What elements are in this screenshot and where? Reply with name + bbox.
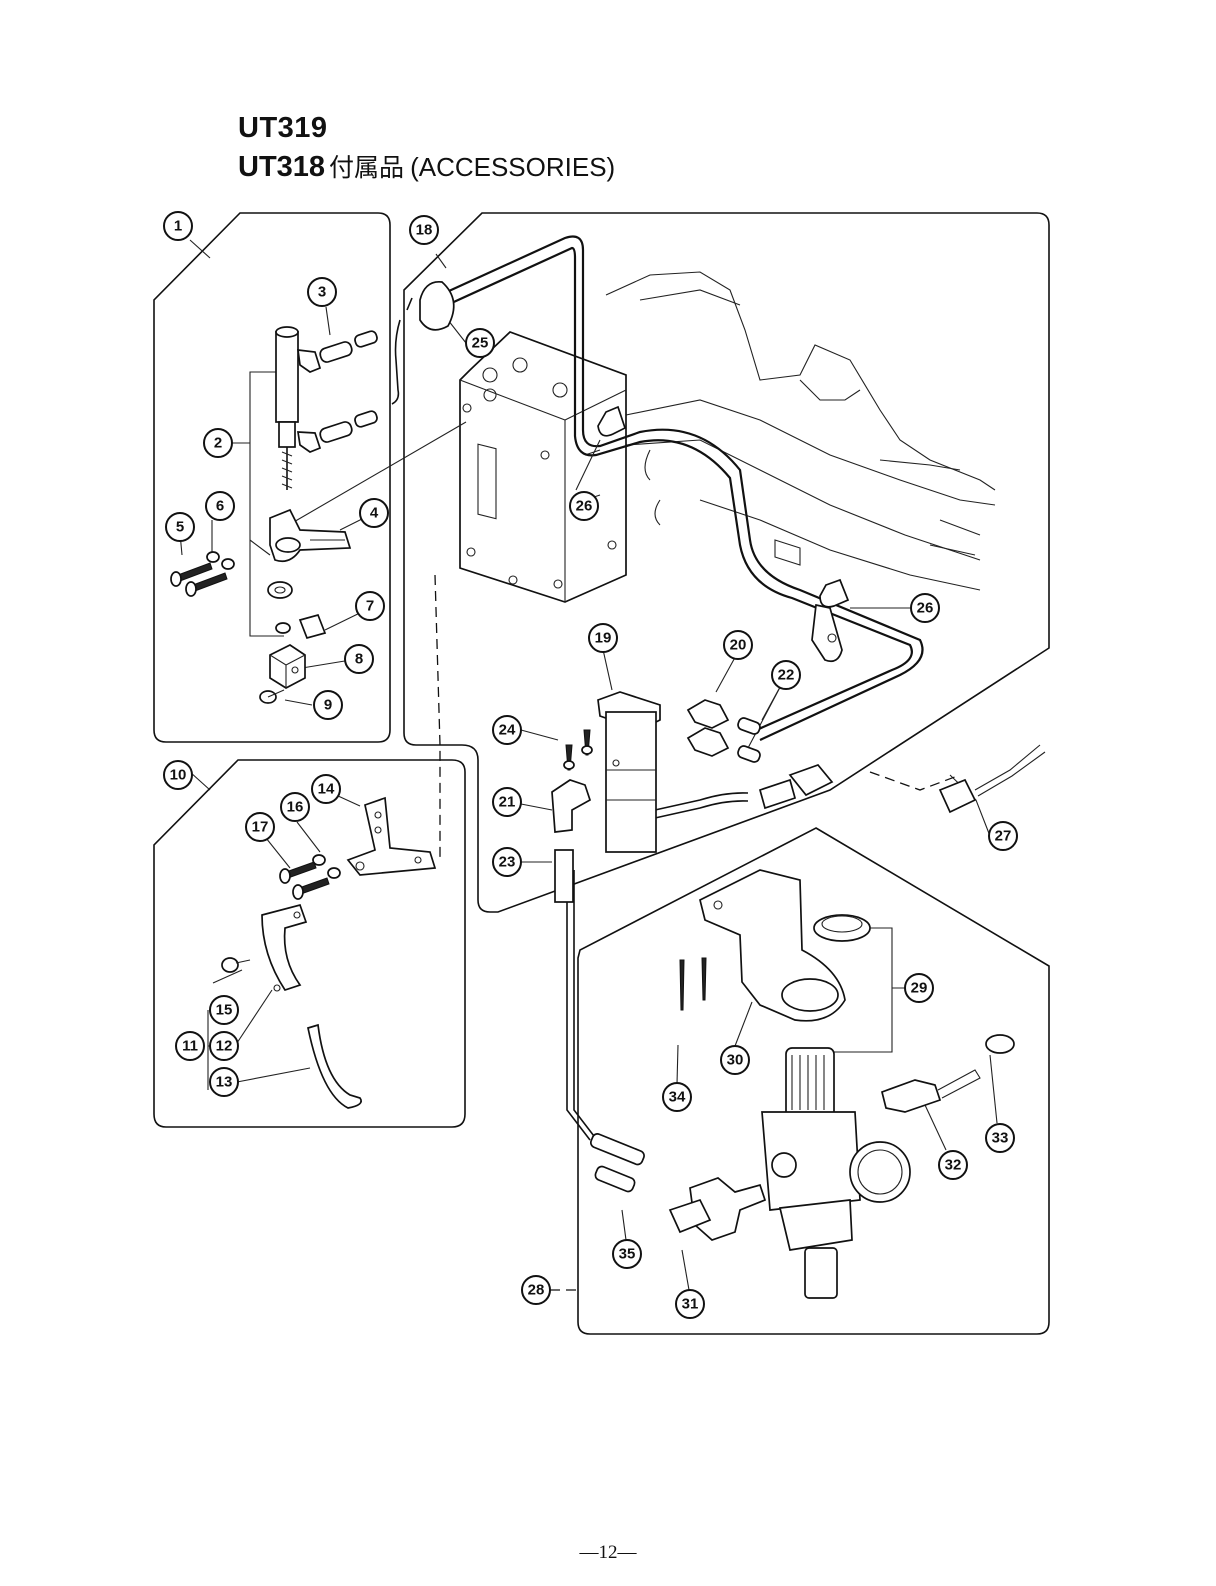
svg-text:24: 24 [499,722,516,739]
svg-text:32: 32 [945,1157,962,1174]
panel-10-frame [154,760,465,1127]
svg-text:26: 26 [917,600,934,617]
svg-text:11: 11 [182,1038,198,1055]
panel-10-parts [222,798,435,1108]
svg-text:4: 4 [370,505,379,522]
callout-28: 28 [522,1276,550,1304]
callout-10: 10 [164,761,192,789]
svg-text:28: 28 [528,1282,545,1299]
svg-text:16: 16 [287,799,304,816]
svg-text:31: 31 [682,1296,699,1313]
callout-23: 23 [493,848,521,876]
svg-text:3: 3 [318,284,326,301]
callout-11: 11 [176,1032,204,1060]
callout-32: 32 [939,1151,967,1179]
callout-5: 5 [166,513,194,541]
svg-text:22: 22 [778,667,795,684]
callout-20: 20 [724,631,752,659]
svg-text:1: 1 [174,218,182,235]
callout-34: 34 [663,1083,691,1111]
svg-text:13: 13 [216,1074,233,1091]
callout-35: 35 [613,1240,641,1268]
callout-27: 27 [989,822,1017,850]
svg-text:7: 7 [366,598,374,615]
callout-16: 16 [281,793,309,821]
callout-7: 7 [356,592,384,620]
callout-26-upper: 26 [570,492,598,520]
callout-9: 9 [314,691,342,719]
callout-25: 25 [466,329,494,357]
svg-text:5: 5 [176,519,184,536]
svg-text:10: 10 [170,767,187,784]
svg-text:33: 33 [992,1130,1009,1147]
callout-30: 30 [721,1046,749,1074]
svg-text:14: 14 [318,781,335,798]
callout-26-lower: 26 [911,594,939,622]
callout-13: 13 [210,1068,238,1096]
callout-12: 12 [210,1032,238,1060]
callout-15: 15 [210,996,238,1024]
callout-33: 33 [986,1124,1014,1152]
svg-text:19: 19 [595,630,612,647]
page-number: —12— [0,1542,1216,1564]
svg-text:6: 6 [216,498,224,515]
svg-text:29: 29 [911,980,928,997]
callout-8: 8 [345,645,373,673]
svg-text:8: 8 [355,651,363,668]
callout-4: 4 [360,499,388,527]
callout-6: 6 [206,492,234,520]
svg-text:26: 26 [576,498,593,515]
svg-text:25: 25 [472,335,489,352]
svg-text:18: 18 [416,222,433,239]
panel-1-parts [171,282,454,703]
svg-text:27: 27 [995,828,1012,845]
callout-31: 31 [676,1290,704,1318]
callout-3: 3 [308,278,336,306]
callout-29: 29 [905,974,933,1002]
panel-28-parts [589,870,1014,1298]
svg-text:35: 35 [619,1246,636,1263]
callout-24: 24 [493,716,521,744]
svg-text:23: 23 [499,854,516,871]
svg-text:15: 15 [216,1002,233,1019]
svg-text:2: 2 [214,435,222,452]
callout-18: 18 [410,216,438,244]
callout-17: 17 [246,813,274,841]
callout-22: 22 [772,661,800,689]
svg-text:17: 17 [252,819,269,836]
svg-text:21: 21 [499,794,516,811]
valve-block-box [460,332,626,602]
callout-19: 19 [589,624,617,652]
callout-14: 14 [312,775,340,803]
sewing-machine-outline [606,272,995,590]
svg-text:34: 34 [669,1089,686,1106]
callout-1: 1 [164,212,192,240]
callout-2: 2 [204,429,232,457]
svg-text:20: 20 [730,637,747,654]
svg-text:30: 30 [727,1052,744,1069]
svg-text:9: 9 [324,697,332,714]
svg-text:12: 12 [216,1038,233,1055]
callout-21: 21 [493,788,521,816]
